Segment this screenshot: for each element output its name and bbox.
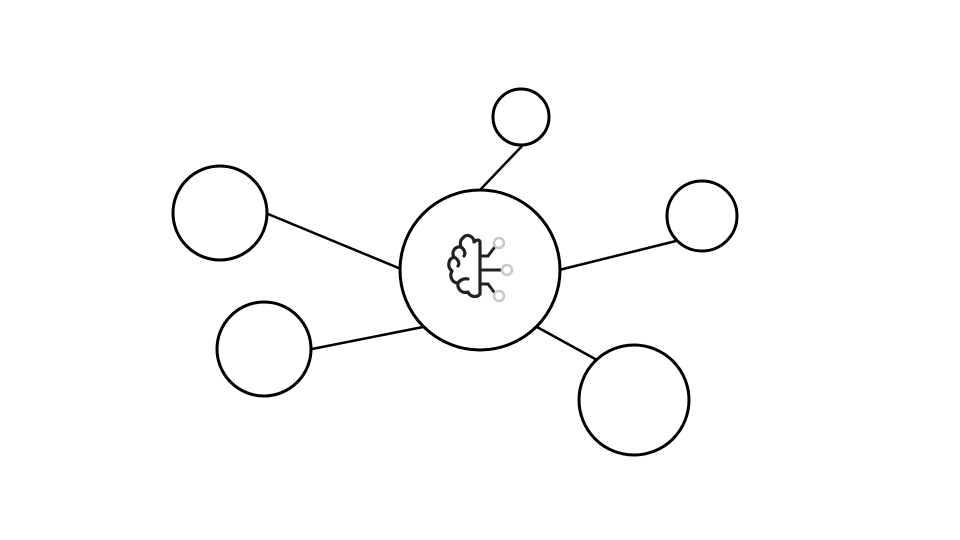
satellite-nodes bbox=[171, 87, 739, 457]
brain-fold-middle bbox=[452, 255, 461, 268]
brain-outline bbox=[447, 233, 482, 299]
brain-fold-upper bbox=[459, 245, 467, 258]
circuit-node-bottom bbox=[492, 289, 506, 303]
satellite-node-lower-right bbox=[577, 343, 691, 457]
connector-lower-left bbox=[311, 325, 424, 351]
circuit-trace-top bbox=[478, 246, 496, 258]
connector-upper-right bbox=[558, 238, 681, 272]
brain-fold-lower bbox=[456, 277, 470, 285]
circuit-trace-bottom bbox=[478, 282, 496, 294]
circuit-node-middle bbox=[500, 263, 514, 277]
connector-top bbox=[479, 145, 523, 191]
circuit-node-top bbox=[492, 236, 506, 250]
connector-upper-left bbox=[267, 212, 402, 271]
satellite-node-lower-left bbox=[215, 300, 313, 398]
satellite-node-upper-left bbox=[171, 164, 269, 262]
connectors bbox=[267, 145, 681, 362]
satellite-node-upper-right bbox=[665, 179, 739, 253]
brain-circuit-icon bbox=[447, 233, 514, 303]
connector-lower-right bbox=[536, 325, 598, 362]
satellite-node-top bbox=[491, 87, 551, 147]
